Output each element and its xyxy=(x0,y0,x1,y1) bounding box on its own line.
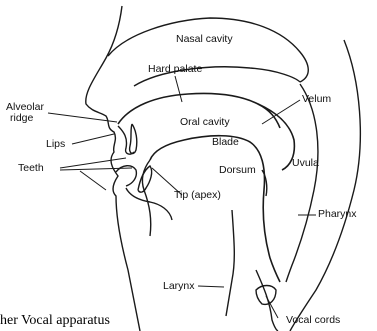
teeth-pointer-1 xyxy=(60,158,126,168)
label-larynx: Larynx xyxy=(163,281,195,292)
label-nasal-cavity: Nasal cavity xyxy=(176,34,233,45)
hard-palate-pointer xyxy=(175,76,182,102)
lips-pointer xyxy=(72,134,114,144)
label-lips: Lips xyxy=(46,139,65,150)
velum-curve xyxy=(258,104,294,170)
label-alveolar-ridge: Alveolar ridge xyxy=(6,102,44,124)
upper-tooth xyxy=(130,124,137,153)
vocal-cords-pointer xyxy=(266,296,278,318)
label-tip: Tip (apex) xyxy=(174,190,221,201)
tongue-surface xyxy=(150,136,280,282)
larynx-pointer xyxy=(198,286,224,287)
label-velum: Velum xyxy=(302,94,331,105)
pharynx-wall xyxy=(286,84,318,282)
tongue-underside xyxy=(142,160,150,236)
label-uvula: Uvula xyxy=(292,158,319,169)
label-alveolar-line2: ridge xyxy=(6,113,44,124)
label-pharynx: Pharynx xyxy=(318,209,357,220)
label-teeth: Teeth xyxy=(18,163,44,174)
label-blade: Blade xyxy=(212,137,239,148)
jaw-outline xyxy=(126,188,172,220)
larynx-front-wall xyxy=(226,210,234,316)
label-oral-cavity: Oral cavity xyxy=(180,117,230,128)
label-vocal-cords: Vocal cords xyxy=(286,315,340,326)
teeth-pointer-3 xyxy=(80,171,106,190)
figure-caption: her Vocal apparatus xyxy=(0,313,110,329)
velum-pointer xyxy=(262,100,300,124)
label-dorsum: Dorsum xyxy=(219,165,256,176)
label-hard-palate: Hard palate xyxy=(148,64,202,75)
teeth-pointer-2 xyxy=(60,168,132,170)
